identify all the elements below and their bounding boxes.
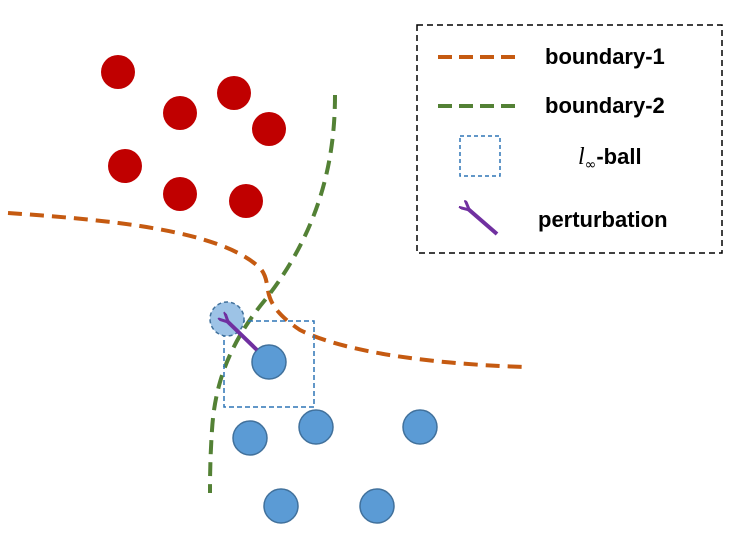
legend-ball-label-sub: ∞	[585, 157, 597, 173]
red-point	[217, 76, 251, 110]
boundary-2-curve	[208, 94, 337, 494]
red-point	[229, 184, 263, 218]
red-class-points	[101, 55, 286, 218]
legend: boundary-1 boundary-2 l∞-ball perturbati…	[416, 24, 723, 254]
blue-point	[359, 488, 395, 524]
red-point	[252, 112, 286, 146]
blue-point	[402, 409, 438, 445]
legend-ball-label-suffix: -ball	[596, 144, 641, 169]
linf-ball-box	[223, 320, 315, 408]
boundary-1-curve	[7, 211, 529, 369]
blue-point	[298, 409, 334, 445]
legend-boundary-1-label: boundary-1	[545, 44, 665, 69]
legend-box	[416, 24, 723, 254]
red-point	[163, 177, 197, 211]
red-point	[163, 96, 197, 130]
red-point	[101, 55, 135, 89]
blue-point	[251, 344, 287, 380]
legend-ball-label: l∞-ball	[578, 144, 642, 173]
red-point	[108, 149, 142, 183]
blue-point	[263, 488, 299, 524]
legend-perturbation-swatch	[467, 208, 499, 236]
legend-ball-swatch	[459, 135, 501, 177]
blue-point	[232, 420, 268, 456]
legend-ball-label-prefix: l	[578, 144, 585, 170]
blue-class-points	[232, 344, 438, 524]
legend-perturbation-label: perturbation	[538, 207, 668, 232]
legend-boundary-2-label: boundary-2	[545, 93, 665, 118]
perturbation-arrow	[226, 320, 259, 352]
